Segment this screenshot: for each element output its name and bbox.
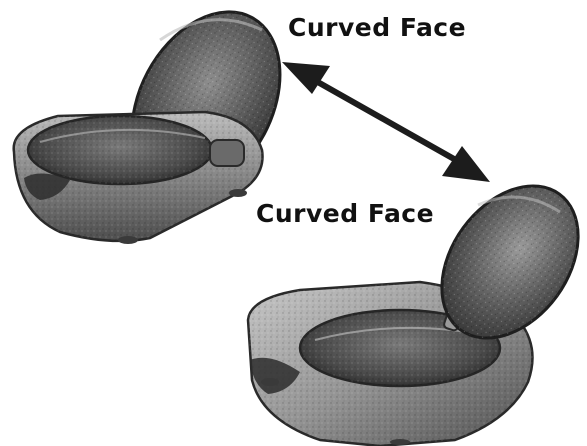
arrow-head-right bbox=[442, 146, 490, 182]
device-top-left-base bbox=[14, 112, 263, 244]
label-curved-face-top: Curved Face bbox=[288, 13, 466, 42]
double-arrow bbox=[282, 62, 490, 182]
arrow-head-left bbox=[282, 62, 330, 94]
label-curved-face-middle: Curved Face bbox=[256, 199, 434, 228]
